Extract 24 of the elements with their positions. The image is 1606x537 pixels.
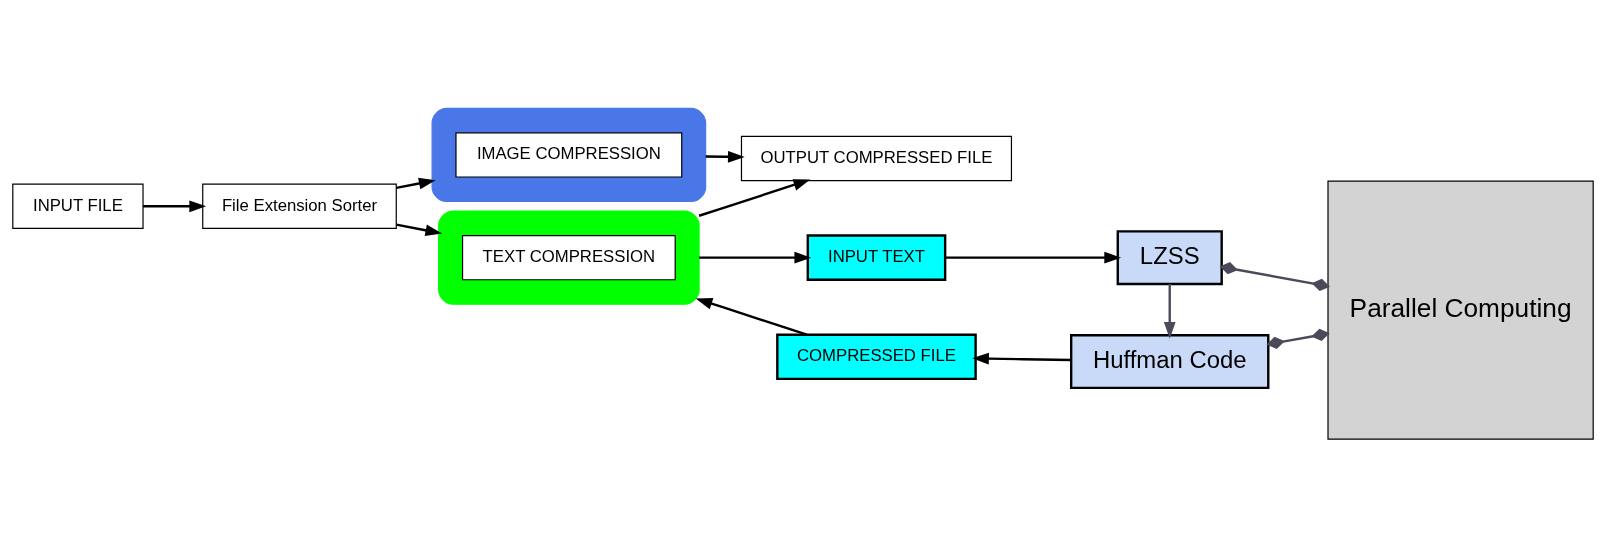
node-box: File Extension Sorter — [202, 183, 397, 229]
node-box: INPUT FILE — [12, 183, 144, 229]
node-box: INPUT TEXT — [806, 233, 947, 281]
node-box: IMAGE COMPRESSION — [455, 131, 683, 178]
connector — [1219, 261, 1330, 291]
arrow — [143, 199, 207, 212]
arrow — [396, 223, 443, 236]
node-box: TEXT COMPRESSION — [461, 234, 676, 280]
arrow — [972, 352, 1071, 364]
node-box: Parallel Computing — [1327, 180, 1594, 440]
connector — [1266, 328, 1330, 349]
node-box: LZSS — [1116, 229, 1223, 285]
arrow — [396, 177, 436, 189]
cluster — [438, 209, 700, 305]
arrow — [945, 251, 1122, 263]
node-box: OUTPUT COMPRESSED FILE — [740, 135, 1013, 181]
cluster — [431, 107, 707, 202]
arrow — [699, 251, 812, 263]
arrow — [695, 297, 808, 336]
arrow — [1163, 283, 1176, 339]
arrow — [698, 178, 811, 217]
node-box: COMPRESSED FILE — [776, 333, 977, 380]
arrow — [705, 150, 745, 163]
node-box: Huffman Code — [1069, 333, 1270, 389]
